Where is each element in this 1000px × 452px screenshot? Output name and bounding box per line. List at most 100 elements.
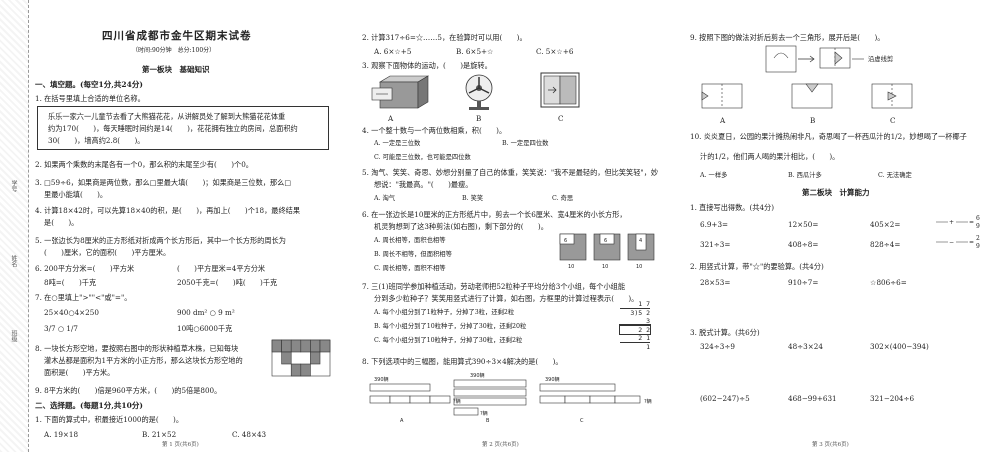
question-6c: 8吨=( )千克 [44,278,97,287]
choice-7-option-b: B. 每个小组分到了10粒种子，分掉了30粒，还剩20粒 [374,323,527,330]
folding-steps-figure [765,45,864,73]
calc-question-1: 1. 直接写出得数。(共4分) [690,203,775,212]
calc-question-3: 3. 脱式计算。(共6分) [690,328,760,337]
svg-text:2: 2 [976,235,980,242]
svg-text:9: 9 [976,223,980,230]
exam-page-1: 四川省成都市金牛区期末试卷 （时间:90分钟 总分:100分） 第一板块 基础知… [32,0,332,452]
question-7a: 25×40○4×250 [44,308,99,317]
choice-1-option-c: C. 48×43 [232,430,267,439]
choice-5-option-b: B. 笑笑 [462,195,484,202]
bar-label-c-total: 390辆 [545,376,560,383]
calc-item: 321÷3= [700,240,731,249]
exam-subtitle: （时间:90分钟 总分:100分） [132,47,216,54]
question-6a: 6. 200平方分米=( )平方米 [35,264,135,273]
dim-label-6: 6 [564,238,567,244]
page-footer: 第 2 页(共6页) [482,442,519,448]
shrub-grid-figure [271,339,331,377]
sliding-window-picture [540,72,580,108]
vertical-calc-item: 28×53= [700,278,731,287]
passage-line: 约为170( )，每天睡眠时间约是14( )，花花拥有独立的房间，总面积约 [48,124,298,133]
bar-label-a-unknown: ?辆 [453,398,461,405]
choice-7: 7. 三(1)班同学参加种植活动，劳动老师把52粒种子平均分给3个小组，每个小组… [362,282,626,291]
question-8-cont: 灌木丛都是面积为1平方米的小正方形，那么这块长方形空地的 [44,356,243,365]
calc-item: 6.9+3= [700,220,729,229]
choice-1: 1. 下面的算式中，积最接近1000的是( )。 [35,415,184,424]
exam-page-3: 9. 按照下图的做法对折后剪去一个三角形，展开后是( )。 沿虚线剪 A B C… [682,0,992,452]
vertical-calc-item: ☆806÷6= [870,278,907,287]
choice-7-option-a: A. 每个小组分到了1粒种子，分掉了3粒，还剩2粒 [374,309,515,316]
dim-label-4: 4 [639,238,642,244]
calc-item: 405×2= [870,220,901,229]
choice-10-cont: 汁的1/2，他们两人喝的果汁相比，( )。 [700,152,840,161]
vertical-calc-item: 910÷7= [788,278,819,287]
passage-box [37,106,329,150]
long-division-line: 3 [646,317,650,325]
svg-text:=: = [969,239,974,246]
choice-4-option-c: C. 可能是三位数，也可能是四位数 [374,154,471,161]
passage-line: 乐乐一家六一儿童节去看了大熊猫花花，从讲解员处了解到大熊猫花花体重 [48,112,286,121]
choice-5-cont: 想说："我最高。"( )最瘦。 [374,180,473,189]
question-6b: ( )平方厘米=4平方分米 [177,264,266,273]
bar-label-c-unknown: ?辆 [644,398,652,405]
unfold-options-figure [701,83,913,109]
bar-label-b-unknown: ?辆 [480,410,488,417]
choice-4: 4. 一个整十数与一个两位数相乘，积( )。 [362,126,507,135]
question-6d: 2050千克=( )吨( )千克 [177,278,278,287]
page-footer: 第 3 页(共6页) [812,442,849,448]
choice-6: 6. 在一张边长是10厘米的正方形纸片中，剪去一个长6厘米、宽4厘米的小长方形， [362,210,627,219]
question-3-cont: 里最小能填( )。 [44,190,108,199]
svg-text:=: = [969,219,974,226]
choice-10-option-a: A. 一样多 [700,172,728,179]
option-label-b: B [810,116,816,125]
choice-10-option-c: C. 无法确定 [878,172,912,179]
choice-10-option-b: B. 西瓜汁多 [788,172,822,179]
drawer-picture [371,75,430,109]
option-label-b: B [486,418,490,424]
choice-1-option-a: A. 19×18 [44,430,79,439]
bar-label-a-total: 390辆 [374,376,389,383]
long-division-line: 2 1 [638,334,650,342]
step-calc-item: (602−247)÷5 [700,394,750,403]
question-8: 8. 一块长方形空地，要按照右图中的形状种植草木株，已知每块 [35,344,239,353]
section-title-calculation: 第二板块 计算能力 [802,188,870,197]
fraction-exercises: += −= 69 29 [936,215,980,250]
question-8-cont: 面积是( )平方米。 [44,368,115,377]
choice-4-option-b: B. 一定是四位数 [502,140,549,147]
long-division-line: 1 7 [638,300,650,308]
choice-10: 10. 炎炎夏日，公园的果汁摊热闹非凡，奇思喝了一杯西瓜汁的1/2，妙想喝了一杯… [690,132,967,141]
binding-margin: 学号 姓名 班级 [0,0,29,452]
passage-line: 30( )，墙高约2.8( )。 [48,136,145,145]
choice-5-option-a: A. 淘气 [374,195,396,202]
choice-6-option-c: C. 周长相等，面积不相等 [374,265,446,272]
option-label-c: C [558,114,564,123]
calc-item: 12×50= [788,220,819,229]
step-calc-item: 468−99+631 [788,394,837,403]
choice-7-cont: 分到多少粒种子？笑笑用竖式进行了计算，如右图，方框里的计算过程表示( )。 [374,294,639,303]
calc-question-2: 2. 用竖式计算，带"☆"的要验算。(共4分) [690,262,824,271]
calc-item: 828÷4= [870,240,901,249]
option-label-a: A [720,116,726,125]
bar-label-b-total: 390辆 [470,372,485,379]
fan-picture [465,74,493,110]
class-label: 班级 [10,330,17,342]
question-7d: 10吨○6000千克 [177,324,233,333]
question-7: 7. 在○里填上">""<"或"="。 [35,293,132,302]
question-2: 2. 如果两个乘数的末尾各有一个0，那么积的末尾至少有( )个0。 [35,160,253,169]
option-label-a: A [400,418,404,424]
question-4-cont: 是( )。 [44,218,79,227]
step-calc-item: 324÷3÷9 [700,342,735,351]
step-calc-item: 302×(400−394) [870,342,929,351]
page-footer: 第 1 页(共6页) [162,442,199,448]
option-label-c: C [580,418,584,424]
svg-text:+: + [949,219,954,226]
choice-5: 5. 淘气、笑笑、奇思、妙想分别量了自己的体重，笑笑说："我不是最轻的，但比笑笑… [362,168,659,177]
choice-2: 2. 计算317÷6=☆……5，在验算时可以用( )。 [362,33,527,42]
choice-3: 3. 观察下面物体的运动，( )是旋转。 [362,61,492,70]
question-5-cont: ( )厘米，它的面积( )平方厘米。 [44,248,171,257]
choice-heading: 二、选择题。(每题1分,共10分) [35,401,143,410]
choice-6-option-b: B. 周长不相等，但面积相等 [374,251,452,258]
question-3: 3. □59÷6，如果商是两位数，那么□里最大填( )；如果商是三位数，那么□ [35,178,292,187]
choice-2-option-c: C. 5×☆+6 [536,47,574,56]
long-division-line: 1 [620,342,650,351]
choice-2-option-a: A. 6×☆+5 [374,47,412,56]
